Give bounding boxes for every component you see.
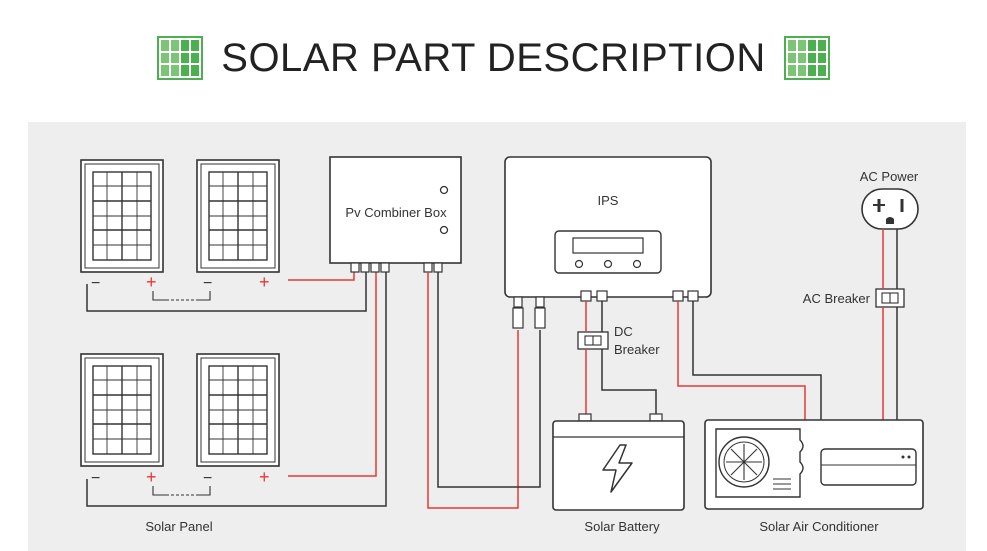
combiner-inverter-wiring xyxy=(427,272,541,509)
solar-battery xyxy=(552,413,685,511)
combiner-label: Pv Combiner Box xyxy=(345,205,447,220)
solar-panel-icon xyxy=(157,36,204,80)
panel-plus-sign: + xyxy=(259,272,270,292)
title-row: SOLAR PART DESCRIPTION xyxy=(0,30,987,86)
ac-breaker-label: AC Breaker xyxy=(803,291,871,306)
panel-plus-sign: + xyxy=(146,272,157,292)
inverter-label: IPS xyxy=(598,193,619,208)
dc-breaker xyxy=(577,331,609,350)
solar-air-conditioner xyxy=(704,419,924,510)
ac-power-label: AC Power xyxy=(860,169,919,184)
ac-power-outlet xyxy=(861,188,919,230)
panel-wiring xyxy=(86,272,387,507)
dc-breaker-label: DC xyxy=(614,324,633,339)
panel-minus-sign: − xyxy=(91,470,100,487)
solar-panel-bottom-left xyxy=(80,353,164,467)
ips-inverter xyxy=(504,156,712,329)
indoor-unit xyxy=(820,448,917,486)
solar-panel-bottom-right xyxy=(196,353,280,467)
caption-solar-battery: Solar Battery xyxy=(584,519,660,534)
caption-solar-air-conditioner: Solar Air Conditioner xyxy=(759,519,879,534)
panel-plus-sign: + xyxy=(146,467,157,487)
solar-panel-top-right xyxy=(196,159,280,273)
panel-plus-sign: + xyxy=(259,467,270,487)
panel-minus-sign: − xyxy=(203,275,212,292)
series-connector xyxy=(152,291,211,496)
caption-solar-panel: Solar Panel xyxy=(145,519,212,534)
dc-breaker-label: Breaker xyxy=(614,342,660,357)
solar-panel-top-left xyxy=(80,159,164,273)
pv-combiner-box xyxy=(329,156,462,273)
battery-wiring xyxy=(585,301,657,416)
ac-breaker xyxy=(875,288,905,308)
panel-minus-sign: − xyxy=(91,275,100,292)
ac-output-wiring xyxy=(677,301,822,420)
lightning-icon xyxy=(602,444,633,493)
ac-power-wiring xyxy=(882,229,898,420)
panel-minus-sign: − xyxy=(203,470,212,487)
page-title: SOLAR PART DESCRIPTION xyxy=(221,35,766,80)
solar-panel-icon xyxy=(783,36,830,80)
